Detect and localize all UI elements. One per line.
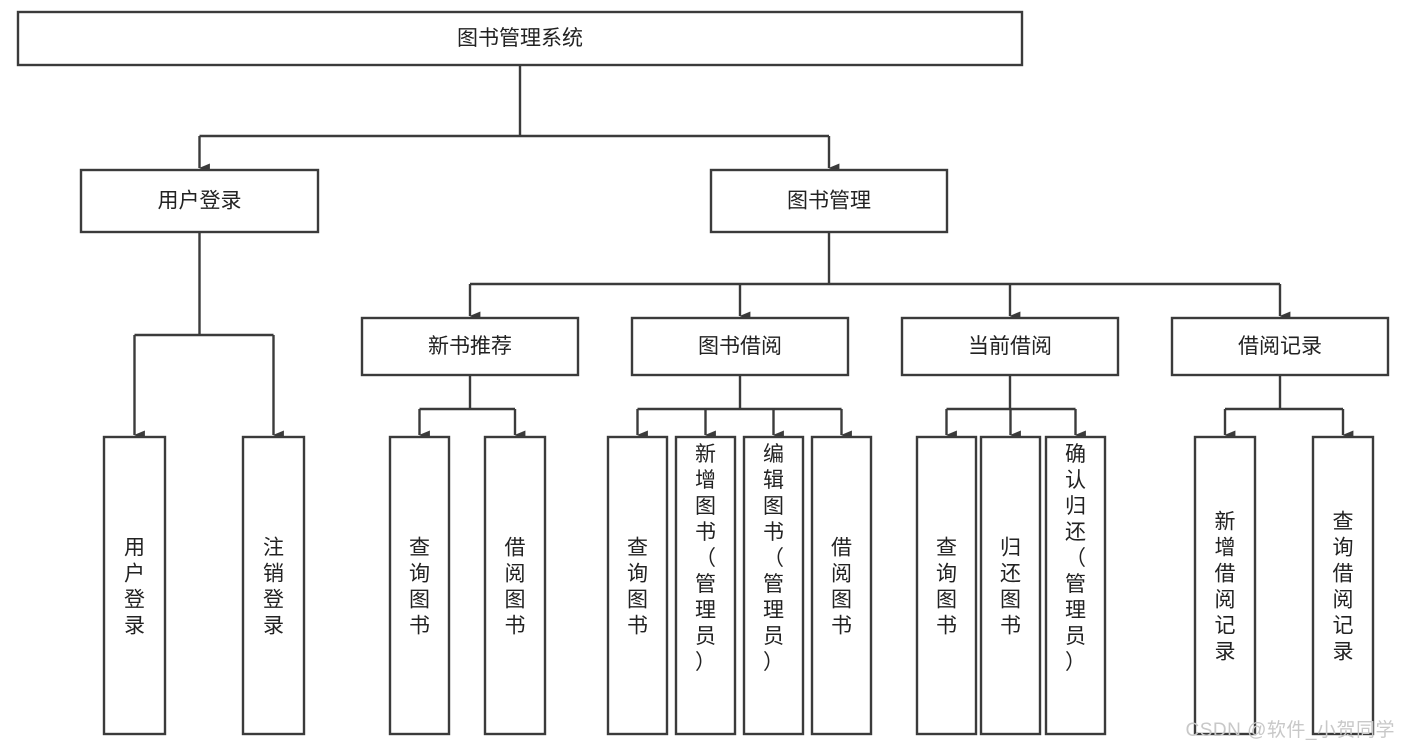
node-box bbox=[900, 316, 1120, 377]
node-box bbox=[360, 316, 580, 377]
node-leaf-归还图书-9[interactable]: 归还图书 bbox=[979, 435, 1042, 736]
node-box bbox=[709, 168, 949, 234]
node-leaf-查询图书-2[interactable]: 查询图书 bbox=[388, 435, 451, 736]
node-leaf-查询借阅记录-12[interactable]: 查询借阅记录 bbox=[1311, 435, 1375, 736]
node-label: 编辑图书（管理员） bbox=[763, 443, 784, 674]
node-l2-图书管理-1[interactable]: 图书管理 bbox=[709, 168, 949, 234]
node-box bbox=[1311, 435, 1375, 736]
node-leaf-借阅图书-7[interactable]: 借阅图书 bbox=[810, 435, 873, 736]
node-box bbox=[810, 435, 873, 736]
node-label: 查询图书 bbox=[409, 537, 430, 638]
node-label: 图书管理系统 bbox=[457, 27, 583, 50]
node-label: 用户登录 bbox=[124, 537, 145, 638]
node-leaf-注销登录-1[interactable]: 注销登录 bbox=[241, 435, 306, 736]
node-label: 图书借阅 bbox=[698, 335, 782, 358]
node-label: 新增图书（管理员） bbox=[695, 443, 716, 674]
node-box bbox=[102, 435, 167, 736]
node-label: 归还图书 bbox=[1000, 537, 1021, 638]
node-leaf-查询图书-8[interactable]: 查询图书 bbox=[915, 435, 978, 736]
node-label: 图书管理 bbox=[787, 190, 871, 213]
node-leaf-查询图书-4[interactable]: 查询图书 bbox=[606, 435, 669, 736]
node-label: 借阅图书 bbox=[831, 537, 852, 638]
node-l3-当前借阅-2[interactable]: 当前借阅 bbox=[900, 316, 1120, 377]
node-box bbox=[1170, 316, 1390, 377]
node-l3-图书借阅-1[interactable]: 图书借阅 bbox=[630, 316, 850, 377]
node-label: 查询借阅记录 bbox=[1333, 511, 1354, 664]
node-leaf-用户登录-0[interactable]: 用户登录 bbox=[102, 435, 167, 736]
node-label: 确认归还（管理员） bbox=[1065, 443, 1086, 674]
node-box bbox=[483, 435, 547, 736]
connector-edges bbox=[133, 65, 1354, 440]
node-leaf-新增图书管理员-5[interactable]: 新增图书（管理员） bbox=[674, 435, 737, 736]
node-box bbox=[1193, 435, 1257, 736]
node-label: 借阅图书 bbox=[505, 537, 526, 638]
node-leaf-编辑图书管理员-6[interactable]: 编辑图书（管理员） bbox=[742, 435, 805, 736]
node-box bbox=[79, 168, 320, 234]
node-root-图书管理系统-0[interactable]: 图书管理系统 bbox=[16, 10, 1024, 67]
node-box bbox=[606, 435, 669, 736]
node-box bbox=[979, 435, 1042, 736]
node-label: 借阅记录 bbox=[1238, 335, 1322, 358]
node-label: 用户登录 bbox=[158, 190, 242, 213]
node-box bbox=[1044, 435, 1107, 736]
node-l3-借阅记录-3[interactable]: 借阅记录 bbox=[1170, 316, 1390, 377]
node-l2-用户登录-0[interactable]: 用户登录 bbox=[79, 168, 320, 234]
node-box bbox=[674, 435, 737, 736]
node-box bbox=[241, 435, 306, 736]
node-leaf-借阅图书-3[interactable]: 借阅图书 bbox=[483, 435, 547, 736]
node-label: 当前借阅 bbox=[968, 335, 1052, 358]
node-box bbox=[630, 316, 850, 377]
node-box bbox=[915, 435, 978, 736]
node-label: 新书推荐 bbox=[428, 335, 512, 358]
node-leaf-确认归还管理员-10[interactable]: 确认归还（管理员） bbox=[1044, 435, 1107, 736]
node-boxes: 图书管理系统用户登录图书管理新书推荐图书借阅当前借阅借阅记录用户登录注销登录查询… bbox=[16, 10, 1390, 736]
node-box bbox=[742, 435, 805, 736]
node-label: 注销登录 bbox=[263, 537, 284, 638]
node-label: 查询图书 bbox=[936, 537, 957, 638]
node-box bbox=[16, 10, 1024, 67]
node-label: 新增借阅记录 bbox=[1215, 511, 1236, 664]
watermark-text: CSDN @软件_小贺同学 bbox=[1185, 720, 1395, 741]
node-leaf-新增借阅记录-11[interactable]: 新增借阅记录 bbox=[1193, 435, 1257, 736]
node-label: 查询图书 bbox=[627, 537, 648, 638]
node-box bbox=[388, 435, 451, 736]
node-l3-新书推荐-0[interactable]: 新书推荐 bbox=[360, 316, 580, 377]
